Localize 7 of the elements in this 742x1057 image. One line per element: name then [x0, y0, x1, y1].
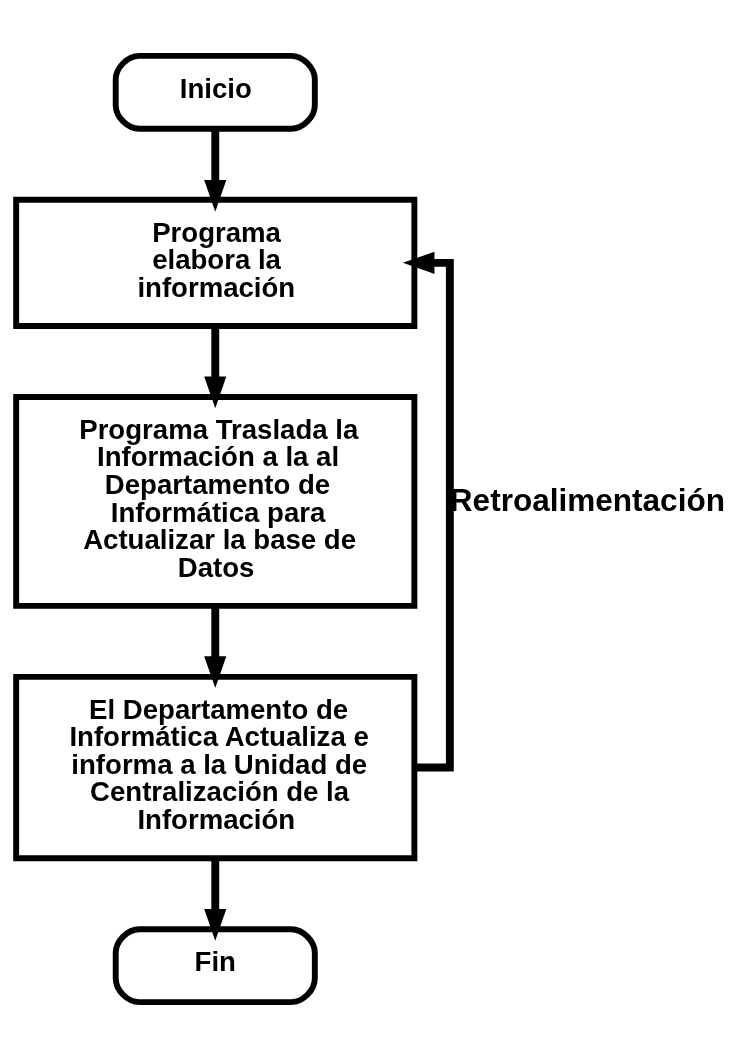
arrow: [204, 606, 227, 688]
node-box: Programa elabora la información: [13, 196, 418, 329]
node-box: El Departamento de Informática Actualiza e informa a la Unidad de Centralización de la Información: [13, 673, 418, 861]
node-box: Programa Traslada la Información a la al Departamento de Informática para Actualizar la base de Datos: [13, 393, 418, 609]
node-box: Fin: [112, 925, 318, 1005]
node-box: Inicio: [112, 52, 318, 132]
arrow: [204, 128, 227, 212]
